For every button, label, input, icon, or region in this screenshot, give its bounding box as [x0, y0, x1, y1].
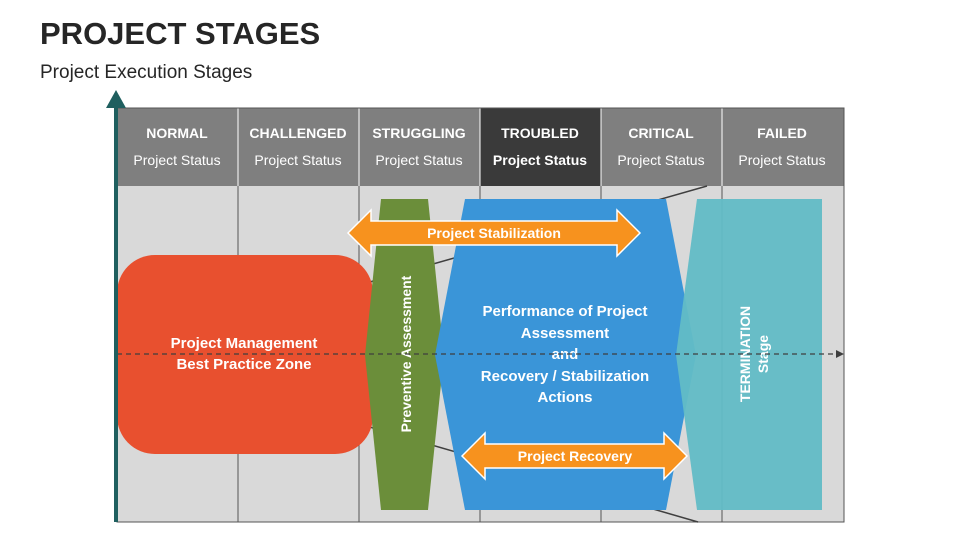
column-name-struggling: STRUGGLING [372, 125, 465, 141]
header-row [117, 108, 844, 186]
header-cell-struggling [359, 108, 480, 186]
performance-label-line3: and [552, 346, 579, 363]
column-name-troubled: TROUBLED [501, 125, 579, 141]
page-title: PROJECT STAGES [40, 16, 321, 51]
project-stabilization-arrow [346, 208, 642, 258]
column-status-troubled: Project Status [493, 152, 587, 168]
column-status-struggling: Project Status [375, 152, 462, 168]
termination-label-line1: TERMINATION [737, 306, 753, 402]
vertical-axis [114, 104, 118, 522]
header-cell-failed [722, 108, 844, 186]
preventive-assessment-zone [365, 199, 444, 510]
center-axis-arrowhead [836, 350, 844, 358]
header-cell-normal [117, 108, 238, 186]
best-practice-label-line1: Project Management [171, 335, 318, 352]
performance-zone [435, 199, 696, 510]
column-status-critical: Project Status [617, 152, 704, 168]
performance-label-line2: Assessment [521, 325, 609, 342]
project-recovery-label: Project Recovery [518, 448, 633, 464]
column-status-normal: Project Status [133, 152, 220, 168]
header-cell-troubled [480, 108, 601, 186]
column-name-normal: NORMAL [146, 125, 208, 141]
vertical-axis-arrowhead [106, 90, 126, 108]
performance-label-line4: Recovery / Stabilization [481, 368, 649, 385]
column-name-critical: CRITICAL [628, 125, 694, 141]
project-stabilization-label: Project Stabilization [427, 225, 561, 241]
termination-label-line2: Stage [755, 335, 771, 373]
column-status-failed: Project Status [738, 152, 825, 168]
column-name-challenged: CHALLENGED [249, 125, 346, 141]
performance-label-line1: Performance of Project [482, 303, 647, 320]
best-practice-label-line2: Best Practice Zone [176, 356, 311, 373]
page-subtitle: Project Execution Stages [40, 62, 253, 83]
header-cell-critical [601, 108, 722, 186]
performance-label-line5: Actions [537, 389, 592, 406]
column-name-failed: FAILED [757, 125, 807, 141]
header-cell-challenged [238, 108, 359, 186]
column-status-challenged: Project Status [254, 152, 341, 168]
project-recovery-arrow [460, 431, 689, 481]
